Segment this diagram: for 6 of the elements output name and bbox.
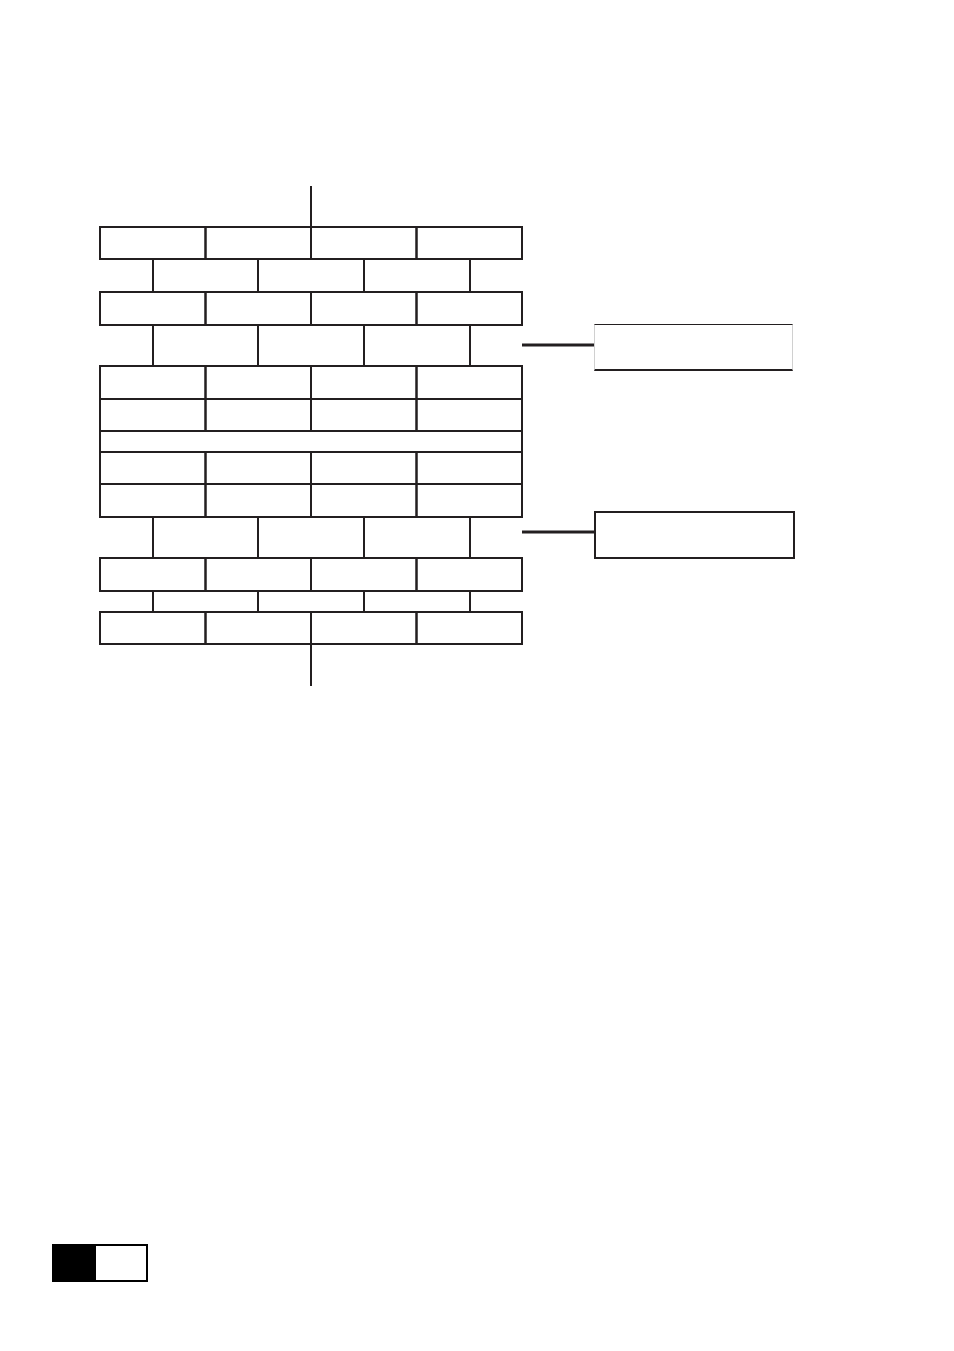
leader-line [522,530,594,534]
brick-row [99,324,522,367]
callout-box [594,324,793,371]
brick-row [99,516,522,559]
callout-box [594,511,795,559]
leader-line [522,343,594,347]
